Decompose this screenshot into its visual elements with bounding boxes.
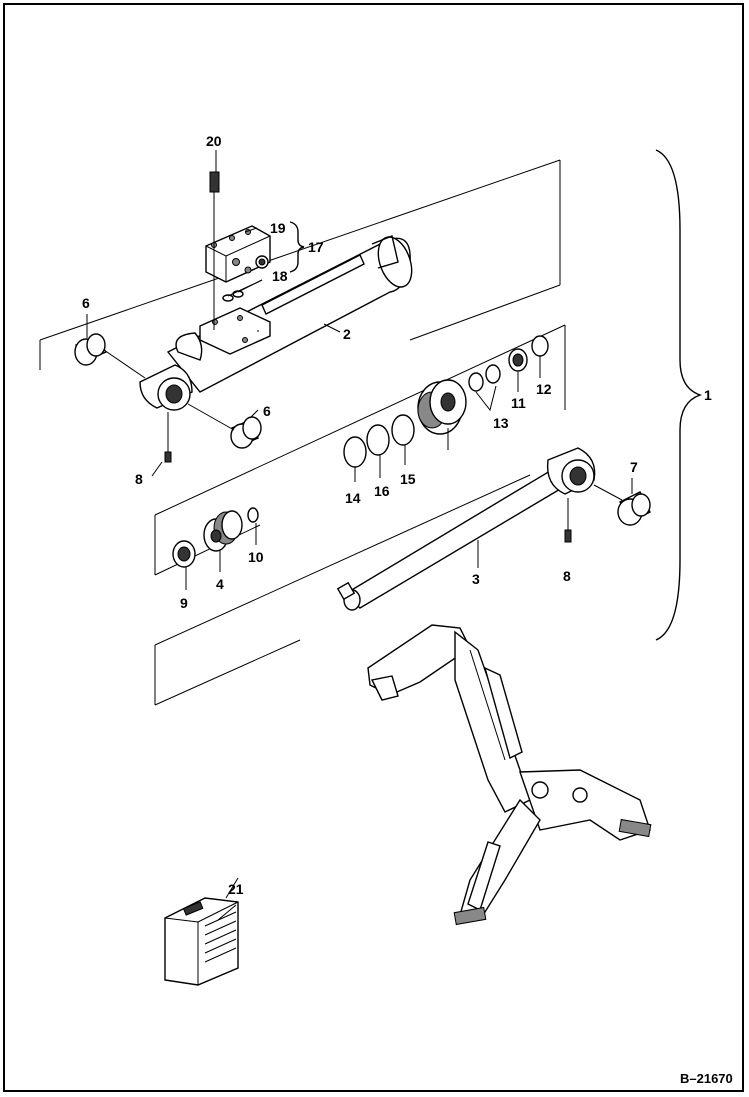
o-ring-18a — [222, 294, 234, 302]
callout-11: 11 — [511, 395, 526, 411]
seal-ring-12 — [531, 335, 549, 357]
callout-10: 10 — [248, 549, 264, 565]
callout-21: 21 — [228, 881, 244, 897]
leader-lines — [86, 150, 633, 899]
callouts: 20 19 17 18 2 6 6 8 1 12 11 13 14 16 15 … — [82, 133, 712, 897]
seal-ring-15 — [391, 414, 415, 446]
wiper-9 — [172, 540, 196, 590]
callout-19: 19 — [270, 220, 286, 236]
callout-18: 18 — [272, 268, 288, 284]
callout-1: 1 — [704, 387, 712, 403]
assembly-brace — [655, 149, 703, 641]
seal-ring-13a — [468, 372, 484, 392]
seal-ring-16 — [366, 424, 390, 456]
seal-ring-14 — [343, 436, 367, 468]
grease-fitting-8-right — [564, 498, 572, 543]
callout-16: 16 — [374, 483, 390, 499]
callout-6-left: 6 — [82, 295, 90, 311]
piston-rod — [336, 447, 596, 611]
cylinder-assembly-outline — [39, 159, 561, 370]
callout-8-left: 8 — [135, 471, 143, 487]
callout-12: 12 — [536, 381, 552, 397]
figure-id: B–21670 — [680, 1071, 733, 1086]
cylinder-eye — [139, 364, 193, 411]
grease-fitting-8-left — [164, 412, 172, 463]
bolt-20 — [209, 171, 220, 330]
gland-4 — [203, 510, 243, 572]
bushing-7 — [593, 484, 651, 526]
valve-block — [205, 225, 271, 283]
callout-17: 17 — [308, 239, 324, 255]
backhoe-illustration — [367, 624, 652, 926]
callout-6-right: 6 — [263, 403, 271, 419]
ring-10 — [247, 507, 259, 545]
callout-3: 3 — [472, 571, 480, 587]
diagram-frame — [3, 3, 744, 1092]
valve-brace — [289, 221, 305, 273]
callout-4: 4 — [216, 576, 224, 592]
callout-15: 15 — [400, 471, 416, 487]
callout-2: 2 — [343, 326, 351, 342]
bushing-6-right — [187, 403, 262, 449]
bushing-6-left — [74, 333, 146, 379]
callout-14: 14 — [345, 490, 361, 506]
rod-outline — [154, 474, 531, 706]
piston — [417, 379, 467, 450]
mounting-pad — [199, 307, 271, 355]
callout-8-right: 8 — [563, 568, 571, 584]
seal-kit-outline — [154, 324, 566, 576]
callout-13: 13 — [493, 415, 509, 431]
callout-9: 9 — [180, 595, 188, 611]
seal-ring-13b — [485, 364, 501, 384]
callout-7: 7 — [630, 459, 638, 475]
manual-21 — [164, 897, 239, 986]
callout-20: 20 — [206, 133, 222, 149]
